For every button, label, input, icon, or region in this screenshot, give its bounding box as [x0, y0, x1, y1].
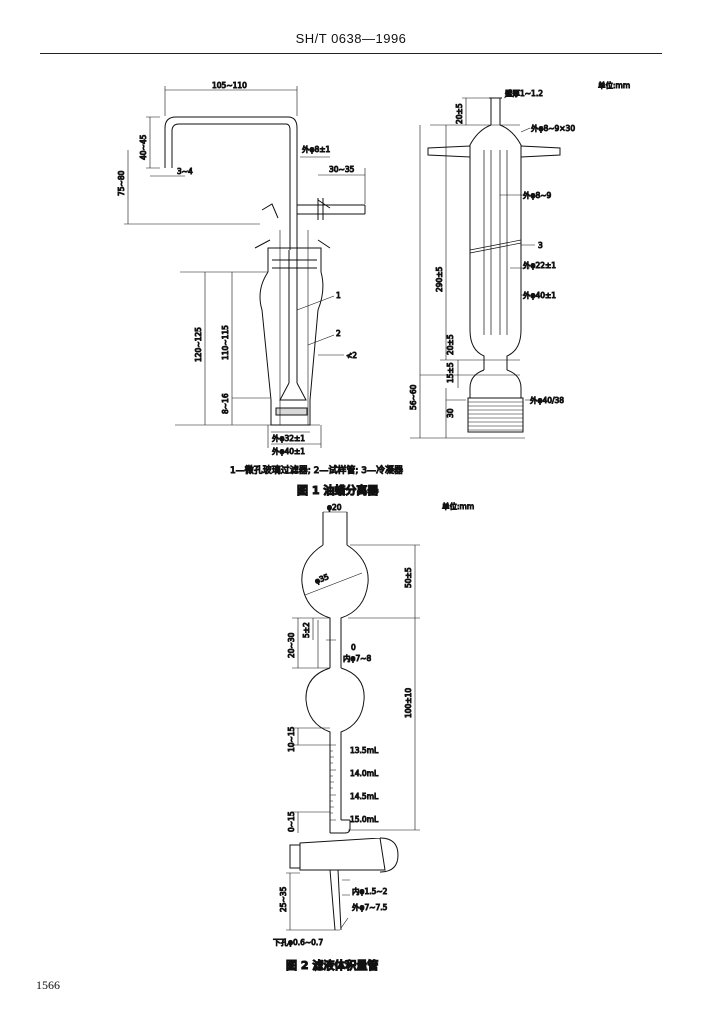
- dim-20-5-bottom: 20±5: [446, 334, 455, 355]
- dim-50-5: 50±5: [404, 567, 413, 588]
- dim-105-110: 105~110: [212, 81, 247, 90]
- dim-75-80: 75~80: [117, 170, 126, 196]
- fig1-condenser-drawing: [410, 89, 561, 439]
- fig1-caption: 图 1 油蜡分离器: [297, 483, 379, 497]
- dim-inner-phi-7-8: 内φ7~8: [343, 653, 372, 663]
- dim-phi-20: φ20: [327, 503, 342, 512]
- fig1-left-dimension-labels: 105~110 40~45 75~80 3~4 外φ8±1 30~35 120~…: [117, 81, 358, 457]
- callout-1: 1: [336, 291, 341, 300]
- graduation-13-5: 13.5mL: [350, 746, 379, 755]
- callout-3: 3: [538, 241, 543, 250]
- dim-20-30: 20~30: [287, 632, 296, 658]
- dim-10-15: 10~15: [287, 726, 296, 752]
- dim-outer-phi-40-right: 外φ40±1: [523, 290, 556, 300]
- dim-outer-phi-22: 外φ22±1: [523, 260, 556, 270]
- dim-120-125: 120~125: [194, 327, 203, 362]
- dim-outer-phi-8-9x30: 外φ8~9×30: [531, 123, 575, 133]
- dim-8-16: 8~16: [221, 393, 230, 414]
- dim-30-35: 30~35: [329, 165, 355, 174]
- fig2-burette-drawing: [286, 511, 420, 931]
- callout-2: 2: [336, 329, 341, 338]
- dim-100-10: 100±10: [404, 688, 413, 718]
- dim-20-5-top: 20±5: [455, 103, 464, 124]
- dim-outer-phi-40: 外φ40±1: [272, 446, 305, 456]
- dim-outer-phi-32: 外φ32±1: [272, 433, 305, 443]
- dim-outer-phi-40-38: 外φ40/38: [530, 395, 564, 405]
- dim-3-4: 3~4: [177, 167, 193, 176]
- fig2-dimension-labels: 单位:mm φ20 φ35 50±5 20~30 5±2 0 内φ7~8 100…: [273, 501, 475, 948]
- fig1-unit-label: 单位:mm: [598, 80, 630, 90]
- dim-outer-phi-8: 外φ8±1: [302, 144, 331, 154]
- dim-290-5: 290±5: [435, 266, 444, 292]
- graduation-14-0: 14.0mL: [350, 769, 379, 778]
- graduation-15-0: 15.0mL: [350, 815, 379, 824]
- fig1-right-dimension-labels: 单位:mm 壁厚1~1.2 20±5 外φ8~9×30 外φ8~9 3 外φ22…: [409, 80, 631, 419]
- dim-inner-phi-1-5-2: 内φ1.5~2: [352, 886, 388, 896]
- dim-110-115: 110~115: [221, 325, 230, 360]
- dim-0-15: 0~15: [287, 811, 296, 832]
- dim-outer-phi-7-7-5: 外φ7~7.5: [352, 902, 388, 912]
- fig2-caption: 图 2 滤液体积量管: [286, 958, 378, 972]
- zero-mark-label: 0: [351, 643, 356, 652]
- page-number: 1566: [36, 978, 60, 992]
- dim-min-2: ≮2: [346, 351, 357, 360]
- fig1-separator-drawing: [124, 86, 366, 448]
- dim-phi-35: φ35: [313, 572, 330, 586]
- dim-56-60: 56~60: [409, 384, 418, 410]
- dim-outer-phi-8-9: 外φ8~9: [523, 190, 552, 200]
- dim-15-5: 15±5: [446, 362, 455, 383]
- page-header: SH/T 0638—1996: [295, 31, 407, 46]
- dim-wall-thickness: 壁厚1~1.2: [505, 88, 543, 98]
- dim-30: 30: [446, 408, 455, 418]
- dim-lower-hole: 下孔φ0.6~0.7: [273, 938, 323, 947]
- fig2-unit-label: 单位:mm: [442, 501, 474, 511]
- dim-40-45: 40~45: [139, 134, 148, 160]
- dim-25-35: 25~35: [279, 886, 288, 912]
- graduation-14-5: 14.5mL: [350, 792, 379, 801]
- fig1-legend: 1—微孔玻璃过滤器; 2—试样管; 3—冷凝器: [230, 464, 403, 476]
- dim-5-2: 5±2: [302, 622, 311, 638]
- header-rule: [40, 53, 662, 54]
